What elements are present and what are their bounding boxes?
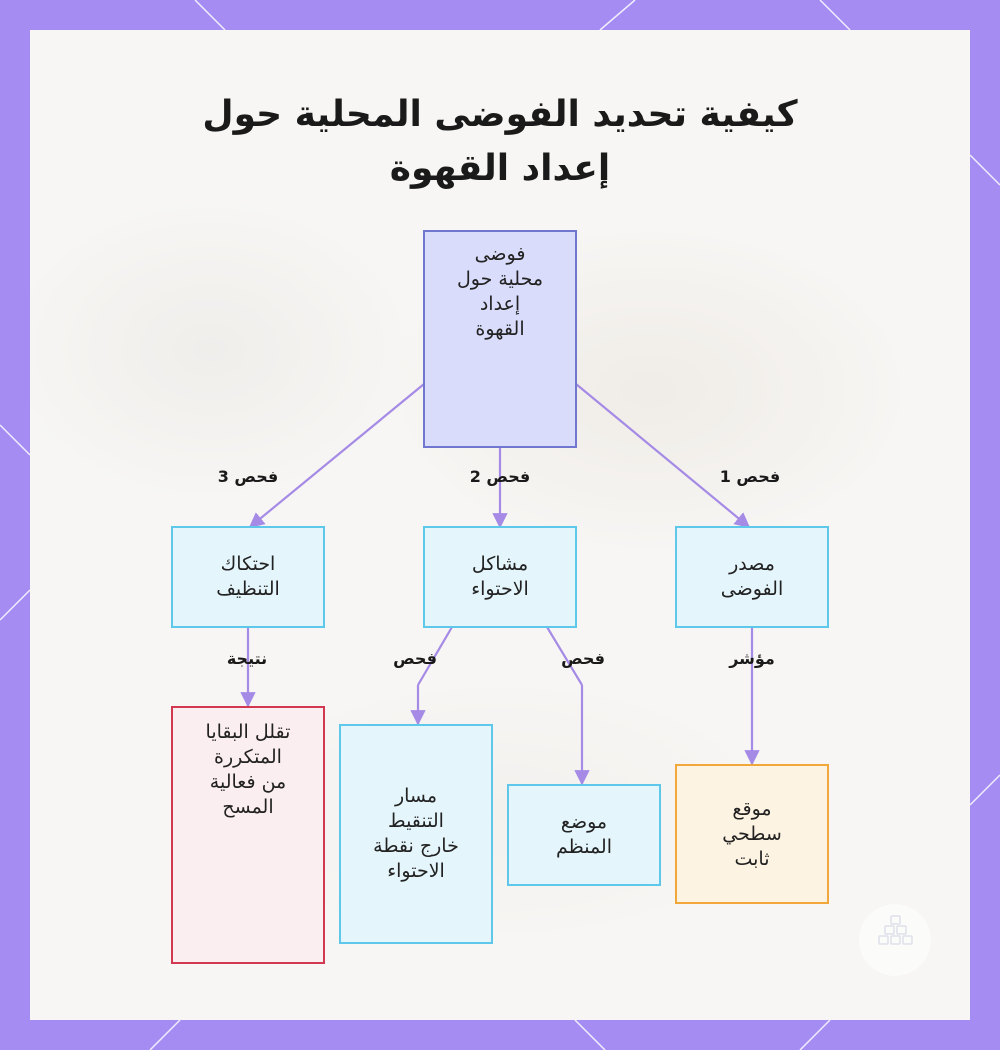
node-drip-label: مسار التنقيط خارج نقطة الاحتواء [373,785,459,882]
edge-label-check-3: فحص 3 [217,467,279,486]
edge-label-check-1: فحص 1 [719,467,781,486]
node-surface-label: موقع سطحي ثابت [722,797,782,870]
edge-label-check-2: فحص 2 [469,467,531,486]
title-line-1: كيفية تحديد الفوضى المحلية حول [202,94,798,135]
edge-root-source [575,383,751,528]
title-line-2: إعداد القهوة [389,148,611,189]
node-root: فوضى محلية حول إعداد القهوة [423,230,577,448]
connectors [240,383,760,786]
watermark-icon [859,904,931,976]
node-containment: مشاكل الاحتواء [423,526,577,628]
node-residue: تقلل البقايا المتكررة من فعالية المسح [171,706,325,964]
node-surface: موقع سطحي ثابت [675,764,829,904]
edge-containment-drip [417,626,453,686]
edge-root-cleaning [248,383,425,528]
node-organizer: موضع المنظم [507,784,661,886]
node-source: مصدر الفوضى [675,526,829,628]
node-containment-label: مشاكل الاحتواء [471,553,529,600]
node-drip: مسار التنقيط خارج نقطة الاحتواء [339,724,493,944]
edge-label-indicator: مؤشر [729,649,775,668]
edge-containment-organizer [546,626,583,686]
node-cleaning-label: احتكاك التنظيف [216,553,280,600]
diagram-title: كيفية تحديد الفوضى المحلية حول إعداد الق… [30,88,970,196]
edge-label-result: نتيجة [226,649,268,668]
edge-label-check-b: فحص [393,649,437,668]
node-organizer-label: موضع المنظم [555,811,613,858]
edge-label-check-a: فحص [561,649,605,668]
node-root-label: فوضى محلية حول إعداد القهوة [456,243,544,340]
node-source-label: مصدر الفوضى [720,553,784,600]
node-cleaning: احتكاك التنظيف [171,526,325,628]
node-residue-label: تقلل البقايا المتكررة من فعالية المسح [205,721,291,818]
diagram-panel: كيفية تحديد الفوضى المحلية حول إعداد الق… [30,30,970,1020]
